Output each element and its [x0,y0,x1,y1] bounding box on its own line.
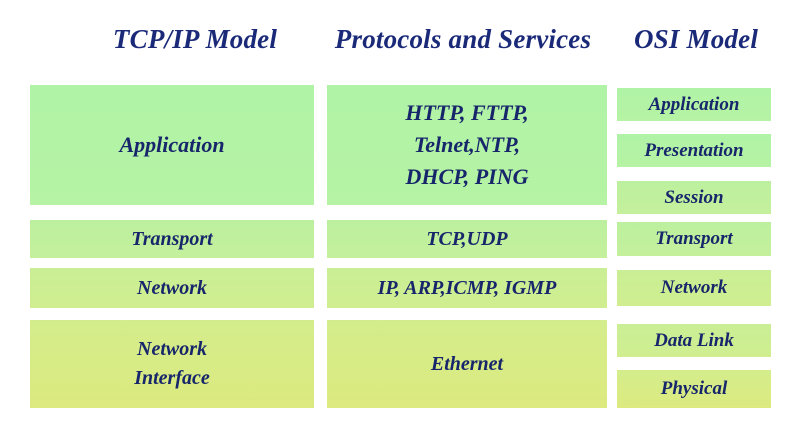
osi-layer-network-label: Network [660,277,728,299]
protocols-application-layer: HTTP, FTTP, Telnet,NTP, DHCP, PING [327,85,607,205]
osi-layer-session: Session [617,181,771,214]
tcpip-layer-network-label: Network [137,276,207,299]
osi-layer-presentation-label: Presentation [644,139,744,161]
osi-layer-physical-label: Physical [660,378,728,400]
osi-layer-application: Application [617,88,771,121]
osi-layer-transport-label: Transport [655,228,733,250]
osi-layer-network: Network [617,270,771,306]
osi-layer-data-link: Data Link [617,324,771,357]
protocols-network-interface-label: Ethernet [430,352,504,375]
tcpip-layer-application: Application [30,85,314,205]
column-header-protocols: Protocols and Services [334,24,592,54]
protocols-application-line2: Telnet,NTP, [413,132,521,158]
tcpip-layer-network-interface-label-line1: Network [137,338,207,360]
osi-layer-application-label: Application [648,93,740,115]
protocols-network-label: IP, ARP,ICMP, IGMP [377,276,557,299]
tcpip-layer-network: Network [30,268,314,308]
osi-layer-data-link-label: Data Link [654,329,734,351]
tcpip-layer-transport-label: Transport [131,227,213,250]
protocols-application-line1: HTTP, FTTP, [405,100,529,126]
tcpip-layer-network-interface-label-line2: Interface [134,367,210,389]
protocols-application-line3: DHCP, PING [405,163,529,189]
osi-layer-transport: Transport [617,222,771,256]
protocols-network-interface-layer: Ethernet [327,320,607,408]
protocols-transport-layer: TCP,UDP [327,220,607,258]
osi-layer-presentation: Presentation [617,134,771,167]
tcpip-layer-network-interface: Network Interface [30,320,314,408]
tcpip-layer-transport: Transport [30,220,314,258]
tcpip-layer-application-label: Application [119,132,225,158]
protocols-network-layer: IP, ARP,ICMP, IGMP [327,268,607,308]
column-header-osi: OSI Model [633,24,759,54]
osi-layer-session-label: Session [664,186,724,208]
protocols-transport-label: TCP,UDP [426,227,508,250]
column-header-tcpip: TCP/IP Model [112,24,278,54]
osi-layer-physical: Physical [617,370,771,408]
